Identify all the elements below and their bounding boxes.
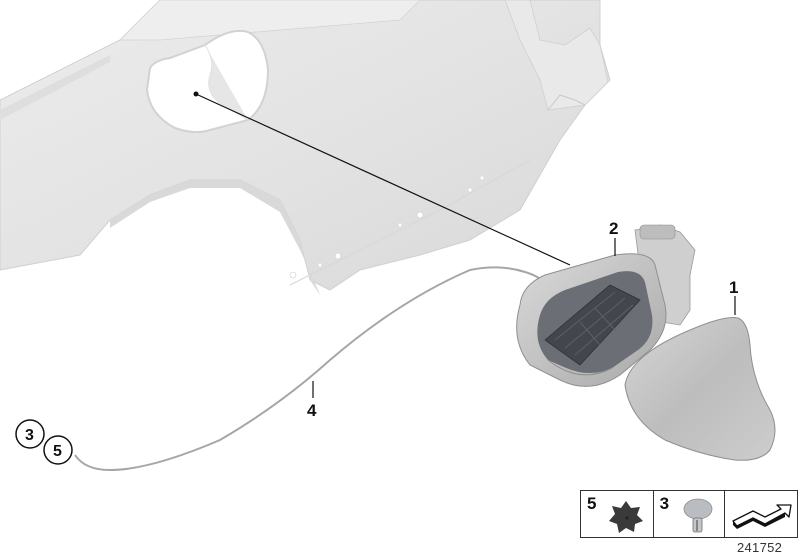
- callout-2[interactable]: 2: [609, 219, 618, 256]
- parts-legend: 5 3: [580, 490, 798, 538]
- callout-5-circled[interactable]: 5: [43, 435, 73, 465]
- see-also-arrow-icon: [732, 504, 792, 529]
- quarter-panel: [0, 0, 611, 295]
- release-cable: [74, 266, 546, 472]
- fuel-filler-housing: [516, 224, 696, 387]
- rivet-clip-icon: [683, 498, 713, 533]
- legend-item-see-also[interactable]: [725, 491, 797, 537]
- svg-text:2: 2: [609, 219, 618, 238]
- svg-text:5: 5: [53, 443, 62, 460]
- legend-number: 5: [587, 494, 597, 513]
- callout-1[interactable]: 1: [729, 278, 738, 315]
- fuel-filler-flap: [624, 317, 776, 461]
- svg-text:4: 4: [307, 401, 317, 420]
- legend-item-3[interactable]: 3: [654, 491, 726, 537]
- svg-text:3: 3: [25, 427, 34, 444]
- leader-line-panel-to-housing: [193, 91, 571, 266]
- diagram-id: 241752: [737, 540, 783, 555]
- callout-3-circled[interactable]: 3: [15, 419, 45, 449]
- star-grommet-icon: [609, 501, 643, 533]
- legend-number: 3: [659, 494, 670, 513]
- callout-4[interactable]: 4: [307, 381, 317, 420]
- legend-item-5[interactable]: 5: [581, 491, 654, 537]
- svg-text:1: 1: [729, 278, 738, 297]
